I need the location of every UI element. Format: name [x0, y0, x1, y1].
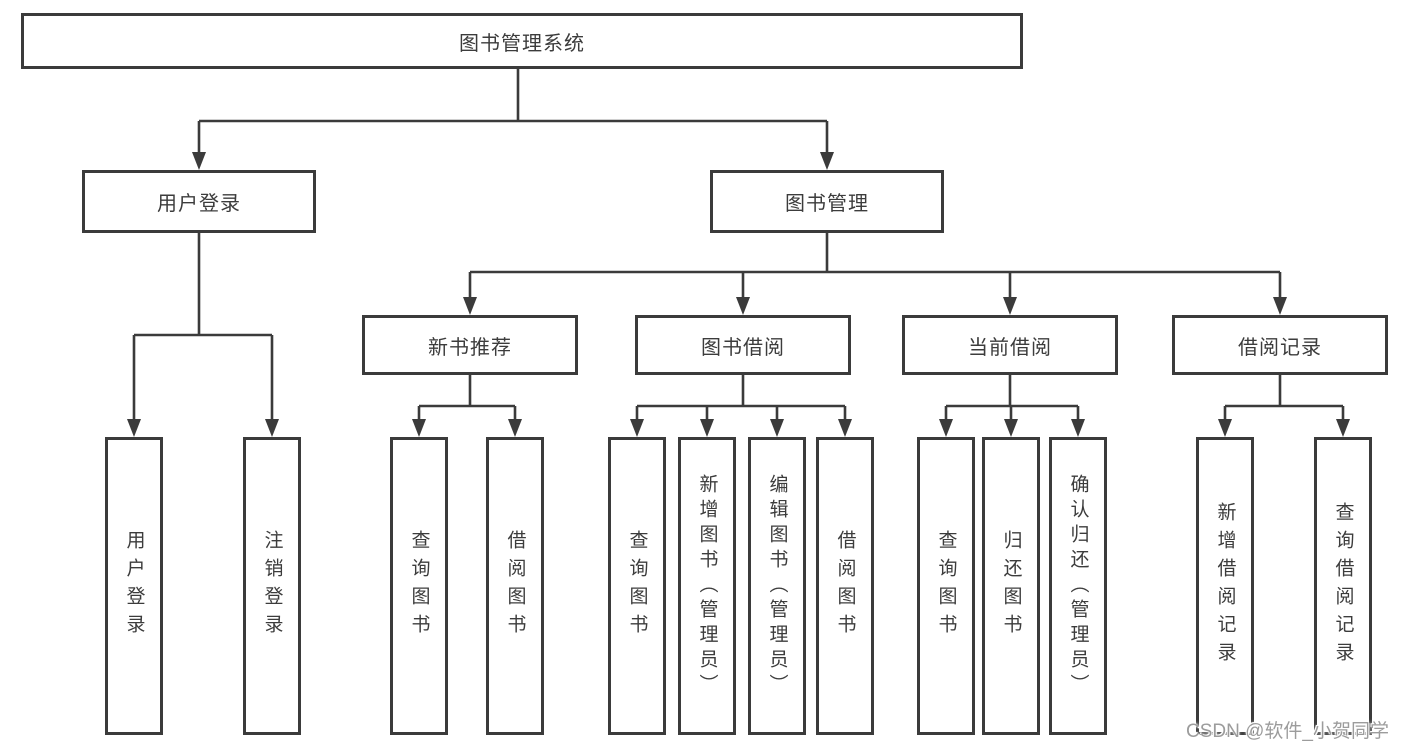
- leaf-label: 查询图书: [626, 530, 648, 642]
- node-library-management-system: 图书管理系统: [21, 13, 1023, 69]
- leaf-add-book-admin: 新增图书（管理员）: [678, 437, 736, 735]
- node-book-management: 图书管理: [710, 170, 944, 233]
- leaf-return-book: 归还图书: [982, 437, 1040, 735]
- leaf-label: 借阅图书: [834, 530, 856, 642]
- node-new-book-recommend: 新书推荐: [362, 315, 578, 375]
- leaf-label: 编辑图书（管理员）: [766, 473, 788, 699]
- node-label: 借阅记录: [1238, 336, 1322, 359]
- leaf-query-borrow-record: 查询借阅记录: [1314, 437, 1372, 735]
- leaf-logout-login: 注销登录: [243, 437, 301, 735]
- leaf-edit-book-admin: 编辑图书（管理员）: [748, 437, 806, 735]
- leaf-label: 借阅图书: [504, 530, 526, 642]
- leaf-query-book-borrow: 查询图书: [608, 437, 666, 735]
- node-label: 图书借阅: [701, 336, 785, 359]
- leaf-label: 查询图书: [935, 530, 957, 642]
- leaf-label: 确认归还（管理员）: [1067, 473, 1089, 699]
- node-label: 当前借阅: [968, 336, 1052, 359]
- node-label: 新书推荐: [428, 336, 512, 359]
- connector-current-borrow-branch: [944, 375, 1080, 421]
- leaf-label: 新增图书（管理员）: [696, 473, 718, 699]
- leaf-label: 新增借阅记录: [1214, 502, 1236, 670]
- leaf-label: 用户登录: [123, 530, 145, 642]
- connector-root-to-level2: [197, 69, 829, 154]
- connector-new-book-recommend-branch: [417, 375, 517, 421]
- connector-book-management-branch: [468, 233, 1282, 299]
- connector-borrow-records-branch: [1223, 375, 1345, 421]
- node-book-borrow: 图书借阅: [635, 315, 851, 375]
- leaf-confirm-return-admin: 确认归还（管理员）: [1049, 437, 1107, 735]
- csdn-watermark: CSDN @软件_小贺同学: [1186, 721, 1389, 742]
- node-current-borrow: 当前借阅: [902, 315, 1118, 375]
- leaf-user-login: 用户登录: [105, 437, 163, 735]
- leaf-borrow-book-borrow: 借阅图书: [816, 437, 874, 735]
- node-label: 图书管理: [785, 193, 869, 215]
- leaf-query-book-recommend: 查询图书: [390, 437, 448, 735]
- connector-book-borrow-branch: [635, 375, 847, 421]
- node-label: 图书管理系统: [459, 32, 585, 55]
- leaf-label: 归还图书: [1000, 530, 1022, 642]
- connector-user-login-branch: [132, 233, 274, 421]
- leaf-label: 查询借阅记录: [1332, 502, 1354, 670]
- leaf-query-book-current: 查询图书: [917, 437, 975, 735]
- leaf-add-borrow-record: 新增借阅记录: [1196, 437, 1254, 735]
- node-user-login: 用户登录: [82, 170, 316, 233]
- leaf-label: 查询图书: [408, 530, 430, 642]
- leaf-label: 注销登录: [261, 530, 283, 642]
- leaf-borrow-book-recommend: 借阅图书: [486, 437, 544, 735]
- node-borrow-records: 借阅记录: [1172, 315, 1388, 375]
- node-label: 用户登录: [157, 193, 241, 215]
